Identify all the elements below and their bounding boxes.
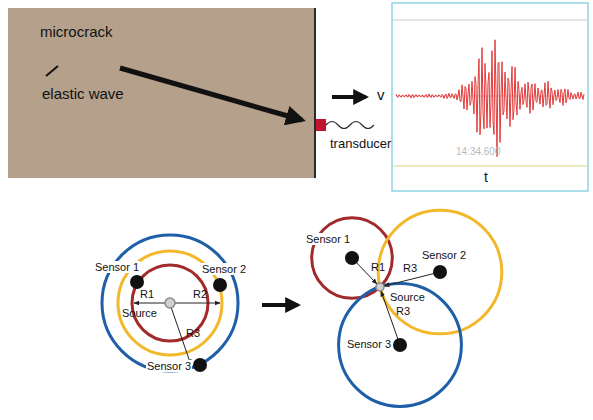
sensor-label: Sensor 2 bbox=[201, 263, 247, 275]
range-circle bbox=[102, 235, 238, 371]
sensor-label: Sensor 2 bbox=[421, 249, 467, 261]
part-label: elastic wave bbox=[42, 86, 124, 103]
source-dot bbox=[376, 283, 384, 291]
flow-arrow bbox=[332, 95, 366, 99]
source-dot bbox=[165, 298, 175, 308]
radius-arrow bbox=[174, 303, 220, 304]
sensor-label: Sensor 1 bbox=[94, 261, 140, 273]
radius-arrow bbox=[384, 272, 440, 286]
part-label: microcrack bbox=[40, 24, 113, 41]
radius-label: R3 bbox=[186, 327, 200, 339]
sensor-dot bbox=[393, 338, 407, 352]
flow-arrow bbox=[262, 303, 298, 307]
sensor-label: Sensor 3 bbox=[146, 360, 192, 372]
cable bbox=[326, 122, 374, 129]
radius-label: R3 bbox=[396, 305, 410, 317]
range-circle bbox=[339, 284, 462, 407]
sensor-dot bbox=[213, 278, 227, 292]
chart-frame bbox=[392, 3, 588, 191]
radius-label: R1 bbox=[371, 261, 385, 273]
waveform bbox=[396, 40, 584, 157]
wave-arrow bbox=[120, 68, 302, 120]
grid-line bbox=[393, 165, 587, 166]
range-circle bbox=[378, 210, 502, 334]
timestamp: 14:34.600 bbox=[456, 146, 501, 157]
sensor-dot bbox=[193, 358, 207, 372]
transducer-symbol bbox=[316, 119, 326, 131]
source-label: Source bbox=[390, 291, 425, 303]
axis-label: v bbox=[377, 87, 385, 104]
source-label: Source bbox=[122, 307, 157, 319]
specimen-surface bbox=[314, 8, 316, 178]
sensor-label: Sensor 1 bbox=[305, 233, 351, 245]
sensor-dot bbox=[433, 265, 447, 279]
radius-label: R3 bbox=[403, 262, 417, 274]
axis-label: t bbox=[484, 170, 488, 185]
radius-arrow bbox=[134, 303, 166, 304]
radius-label: R1 bbox=[140, 288, 154, 300]
sensor-label: Sensor 3 bbox=[346, 338, 392, 350]
sensor-dot bbox=[130, 275, 144, 289]
sensor-dot bbox=[345, 251, 359, 265]
part-label: transducer bbox=[330, 137, 391, 151]
grid-line bbox=[393, 20, 587, 21]
radius-label: R2 bbox=[193, 288, 207, 300]
specimen-block bbox=[8, 8, 315, 178]
microcrack-mark bbox=[46, 66, 58, 76]
